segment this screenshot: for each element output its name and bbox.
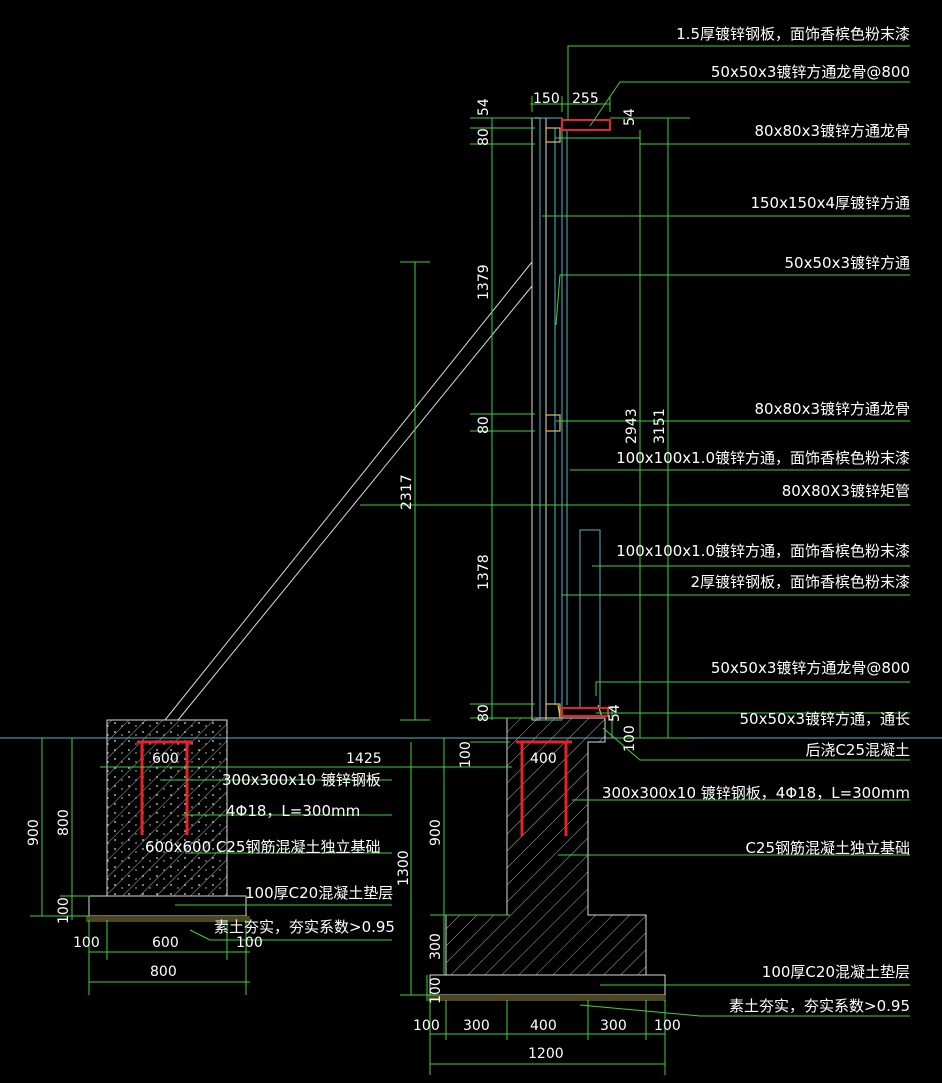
dim-right-b4: 300 (600, 1018, 627, 1034)
note-r12: 后浇C25混凝土 (805, 741, 910, 759)
note-l0: 300x300x10 镀锌钢板 (222, 771, 381, 789)
dim-300: 300 (428, 933, 444, 960)
note-r9: 2厚镀锌钢板，面饰香槟色粉末漆 (690, 573, 910, 591)
dim-255: 255 (572, 91, 599, 107)
dim-right-b3: 400 (530, 1018, 557, 1034)
note-r0: 1.5厚镀锌钢板，面饰香槟色粉末漆 (676, 25, 910, 43)
note-l3: 100厚C20混凝土垫层 (245, 884, 393, 902)
dim-2317: 2317 (399, 474, 415, 510)
note-r15: 100厚C20混凝土垫层 (762, 963, 910, 981)
dim-54-top: 54 (476, 98, 492, 116)
note-l1: 4Φ18，L=300mm (226, 802, 360, 820)
dim-right-b2: 300 (463, 1018, 490, 1034)
dim-100-mid: 100 (458, 741, 474, 768)
right-leader-lines (360, 45, 910, 1017)
dim-400-top: 400 (530, 751, 557, 767)
dim-800-left: 800 (56, 809, 72, 836)
note-r5: 80x80x3镀锌方通龙骨 (755, 400, 910, 418)
left-foundation (86, 719, 250, 922)
dim-80-mid: 80 (476, 416, 492, 434)
note-r1: 50x50x3镀锌方通龙骨@800 (711, 63, 910, 81)
dim-150: 150 (533, 91, 560, 107)
dim-900-left: 900 (26, 819, 42, 846)
note-l4: 素土夯实，夯实系数>0.95 (214, 918, 395, 936)
note-r8: 100x100x1.0镀锌方通，面饰香槟色粉末漆 (616, 542, 910, 560)
dim-right-b5: 100 (654, 1018, 681, 1034)
note-r6: 100x100x1.0镀锌方通，面饰香槟色粉末漆 (616, 449, 910, 467)
dim-2943: 2943 (624, 408, 640, 444)
note-r11: 50x50x3镀锌方通，通长 (740, 710, 910, 728)
note-r14: C25钢筋混凝土独立基础 (745, 839, 910, 857)
dimension-texts: 150 255 54 80 54 1379 80 2317 2943 3151 … (26, 91, 681, 1062)
dim-right-total: 1200 (528, 1046, 564, 1062)
dim-80-bot: 80 (476, 704, 492, 722)
note-l2: 600x600 C25钢筋混凝土独立基础 (145, 838, 380, 856)
dim-54-right: 54 (622, 108, 638, 126)
right-notes: 1.5厚镀锌钢板，面饰香槟色粉末漆 50x50x3镀锌方通龙骨@800 80x8… (602, 25, 910, 1015)
dim-100-right: 100 (622, 725, 638, 752)
dim-1300: 1300 (396, 850, 412, 886)
dim-1379: 1379 (476, 264, 492, 300)
dim-left-b1: 100 (73, 935, 100, 951)
dim-100-bot: 100 (428, 977, 444, 1004)
note-r16: 素土夯实，夯实系数>0.95 (729, 997, 910, 1015)
note-r2: 80x80x3镀锌方通龙骨 (755, 122, 910, 140)
dim-left-total: 800 (150, 964, 177, 980)
note-r7: 80X80X3镀锌矩管 (782, 482, 910, 500)
dim-1378: 1378 (476, 554, 492, 590)
dim-left-b3: 100 (236, 935, 263, 951)
note-r13: 300x300x10 镀锌钢板，4Φ18，L=300mm (602, 784, 910, 802)
dim-left-b2: 600 (152, 935, 179, 951)
dim-600-top: 600 (152, 751, 179, 767)
left-notes: 300x300x10 镀锌钢板 4Φ18，L=300mm 600x600 C25… (145, 771, 395, 936)
left-leader-lines (160, 779, 392, 941)
dim-80-top: 80 (476, 128, 492, 146)
note-r3: 150x150x4厚镀锌方通 (750, 194, 910, 212)
dim-900-right: 900 (428, 819, 444, 846)
note-r4: 50x50x3镀锌方通 (785, 254, 910, 272)
note-r10: 50x50x3镀锌方通龙骨@800 (711, 659, 910, 677)
dim-54-bot: 54 (607, 704, 623, 722)
dim-1425: 1425 (346, 751, 382, 767)
dim-3151: 3151 (652, 408, 668, 444)
dimension-lines (30, 96, 690, 1075)
dim-right-b1: 100 (413, 1018, 440, 1034)
fence-structure (164, 117, 611, 721)
dim-100-left: 100 (56, 897, 72, 924)
